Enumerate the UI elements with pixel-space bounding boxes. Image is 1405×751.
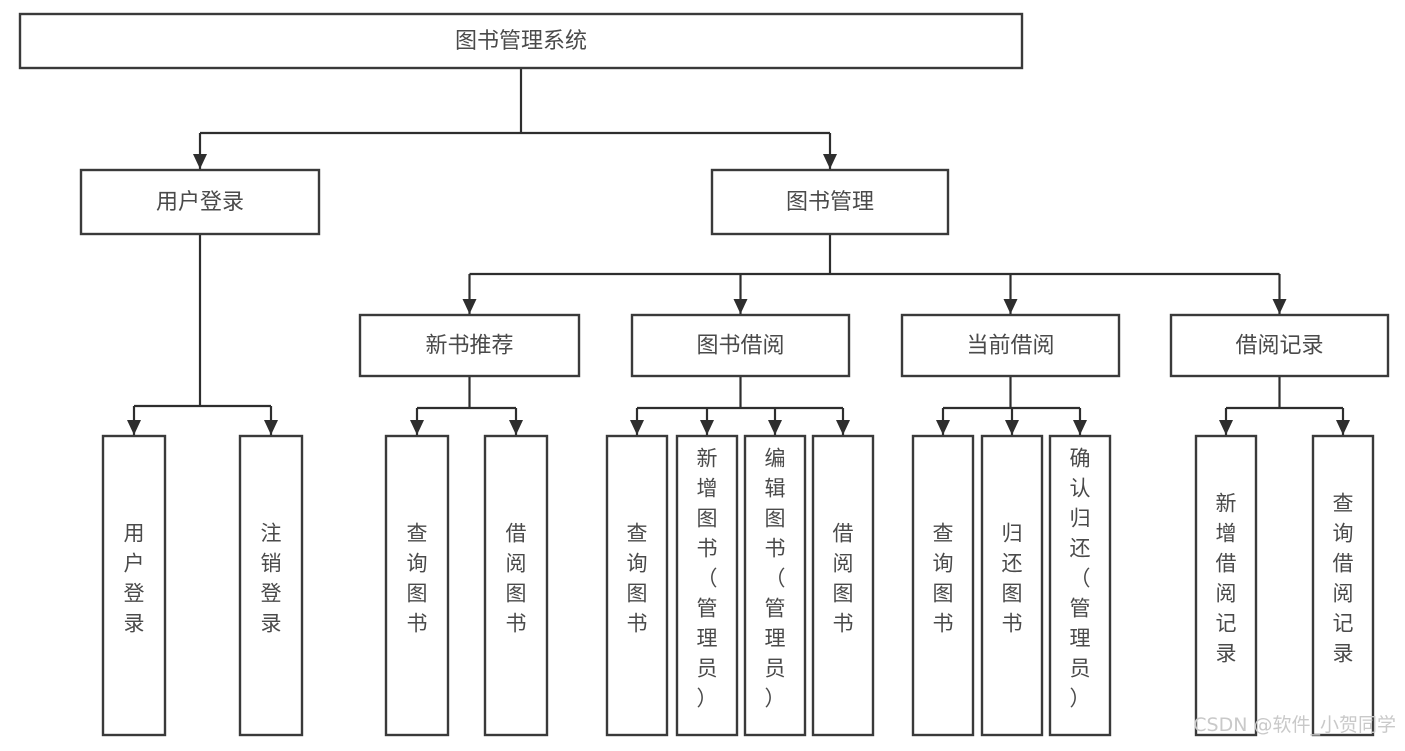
node-user-login[interactable]: 用户登录 — [79, 168, 321, 236]
node-leaf-query-borrow-record[interactable]: 查询借阅记录 — [1311, 434, 1375, 737]
node-box — [900, 313, 1121, 378]
node-box — [79, 168, 321, 236]
node-box — [238, 434, 304, 737]
conn-borrowrecord-to-leaves — [1219, 376, 1350, 435]
node-label: 借阅图书 — [833, 522, 854, 636]
node-leaf-add-book-admin[interactable]: 新增图书（管理员） — [675, 434, 739, 737]
arrow-head-icon — [264, 420, 278, 435]
conn-newbook-to-leaves — [410, 376, 523, 435]
node-leaf-return-book[interactable]: 归还图书 — [980, 434, 1044, 737]
node-label: 新书推荐 — [425, 334, 513, 359]
node-leaf-query-book-2[interactable]: 查询图书 — [605, 434, 669, 737]
node-current-borrow[interactable]: 当前借阅 — [900, 313, 1121, 378]
arrow-head-icon — [630, 420, 644, 435]
connector-layer — [127, 68, 1350, 435]
arrow-head-icon — [836, 420, 850, 435]
node-box — [980, 434, 1044, 737]
arrow-head-icon — [410, 420, 424, 435]
node-box — [1169, 313, 1390, 378]
node-book-borrow[interactable]: 图书借阅 — [630, 313, 851, 378]
node-label: 编辑图书（管理员） — [765, 447, 786, 711]
node-box — [358, 313, 581, 378]
arrow-head-icon — [733, 299, 748, 314]
node-label: 注销登录 — [261, 522, 282, 636]
arrow-head-icon — [823, 154, 837, 169]
node-label: 用户登录 — [156, 190, 244, 215]
arrow-head-icon — [462, 299, 477, 314]
node-label: 图书管理系统 — [455, 29, 587, 54]
node-box — [743, 434, 807, 737]
arrow-head-icon — [1272, 299, 1287, 314]
node-label: 归还图书 — [1002, 522, 1023, 636]
arrow-head-icon — [1003, 299, 1018, 314]
node-box — [101, 434, 167, 737]
node-leaf-edit-book-admin[interactable]: 编辑图书（管理员） — [743, 434, 807, 737]
arrow-head-icon — [1219, 420, 1233, 435]
arrow-head-icon — [1073, 420, 1087, 435]
node-book-management[interactable]: 图书管理 — [710, 168, 950, 236]
csdn-watermark: CSDN @软件_小贺同学 — [1193, 714, 1396, 736]
node-label: 新增图书（管理员） — [697, 447, 718, 711]
node-box — [1311, 434, 1375, 737]
conn-currentborrow-to-leaves — [936, 376, 1087, 435]
node-leaf-borrow-book-1[interactable]: 借阅图书 — [483, 434, 549, 737]
arrow-head-icon — [509, 420, 523, 435]
node-leaf-logout-login[interactable]: 注销登录 — [238, 434, 304, 737]
node-box — [1194, 434, 1258, 737]
conn-bookborrow-to-leaves — [630, 376, 850, 435]
node-box — [18, 12, 1024, 70]
arrow-head-icon — [768, 420, 782, 435]
node-box — [1048, 434, 1112, 737]
node-label: 查询图书 — [933, 522, 954, 636]
node-label: 图书管理 — [786, 190, 874, 215]
node-borrow-record[interactable]: 借阅记录 — [1169, 313, 1390, 378]
node-root[interactable]: 图书管理系统 — [18, 12, 1024, 70]
node-label: 新增借阅记录 — [1216, 492, 1237, 666]
arrow-head-icon — [936, 420, 950, 435]
node-new-book-recommend[interactable]: 新书推荐 — [358, 313, 581, 378]
node-label: 查询借阅记录 — [1333, 492, 1354, 666]
node-box — [710, 168, 950, 236]
node-box — [384, 434, 450, 737]
node-leaf-query-book-3[interactable]: 查询图书 — [911, 434, 975, 737]
node-label: 查询图书 — [407, 522, 428, 636]
node-leaf-borrow-book-2[interactable]: 借阅图书 — [811, 434, 875, 737]
node-box — [911, 434, 975, 737]
node-box — [483, 434, 549, 737]
node-label: 借阅图书 — [506, 522, 527, 636]
node-box — [675, 434, 739, 737]
node-box — [605, 434, 669, 737]
node-label: 查询图书 — [627, 522, 648, 636]
arrow-head-icon — [700, 420, 714, 435]
arrow-head-icon — [1005, 420, 1019, 435]
node-leaf-query-book-1[interactable]: 查询图书 — [384, 434, 450, 737]
node-leaf-confirm-return[interactable]: 确认归还（管理员） — [1048, 434, 1112, 737]
node-label: 确认归还（管理员） — [1070, 447, 1091, 711]
arrow-head-icon — [193, 154, 207, 169]
node-label: 用户登录 — [124, 522, 145, 636]
conn-bookmgmt-to-level2 — [462, 234, 1287, 314]
node-box — [630, 313, 851, 378]
node-leaf-add-borrow-record[interactable]: 新增借阅记录 — [1194, 434, 1258, 737]
node-label: 当前借阅 — [966, 334, 1054, 359]
node-layer: 图书管理系统用户登录图书管理新书推荐图书借阅当前借阅借阅记录用户登录注销登录查询… — [18, 12, 1390, 737]
node-label: 借阅记录 — [1235, 334, 1323, 359]
node-label: 图书借阅 — [696, 334, 784, 359]
node-leaf-user-login[interactable]: 用户登录 — [101, 434, 167, 737]
node-box — [811, 434, 875, 737]
conn-userlogin-to-leaves — [127, 234, 278, 435]
arrow-head-icon — [127, 420, 141, 435]
conn-root-to-level1 — [193, 68, 837, 169]
arrow-head-icon — [1336, 420, 1350, 435]
